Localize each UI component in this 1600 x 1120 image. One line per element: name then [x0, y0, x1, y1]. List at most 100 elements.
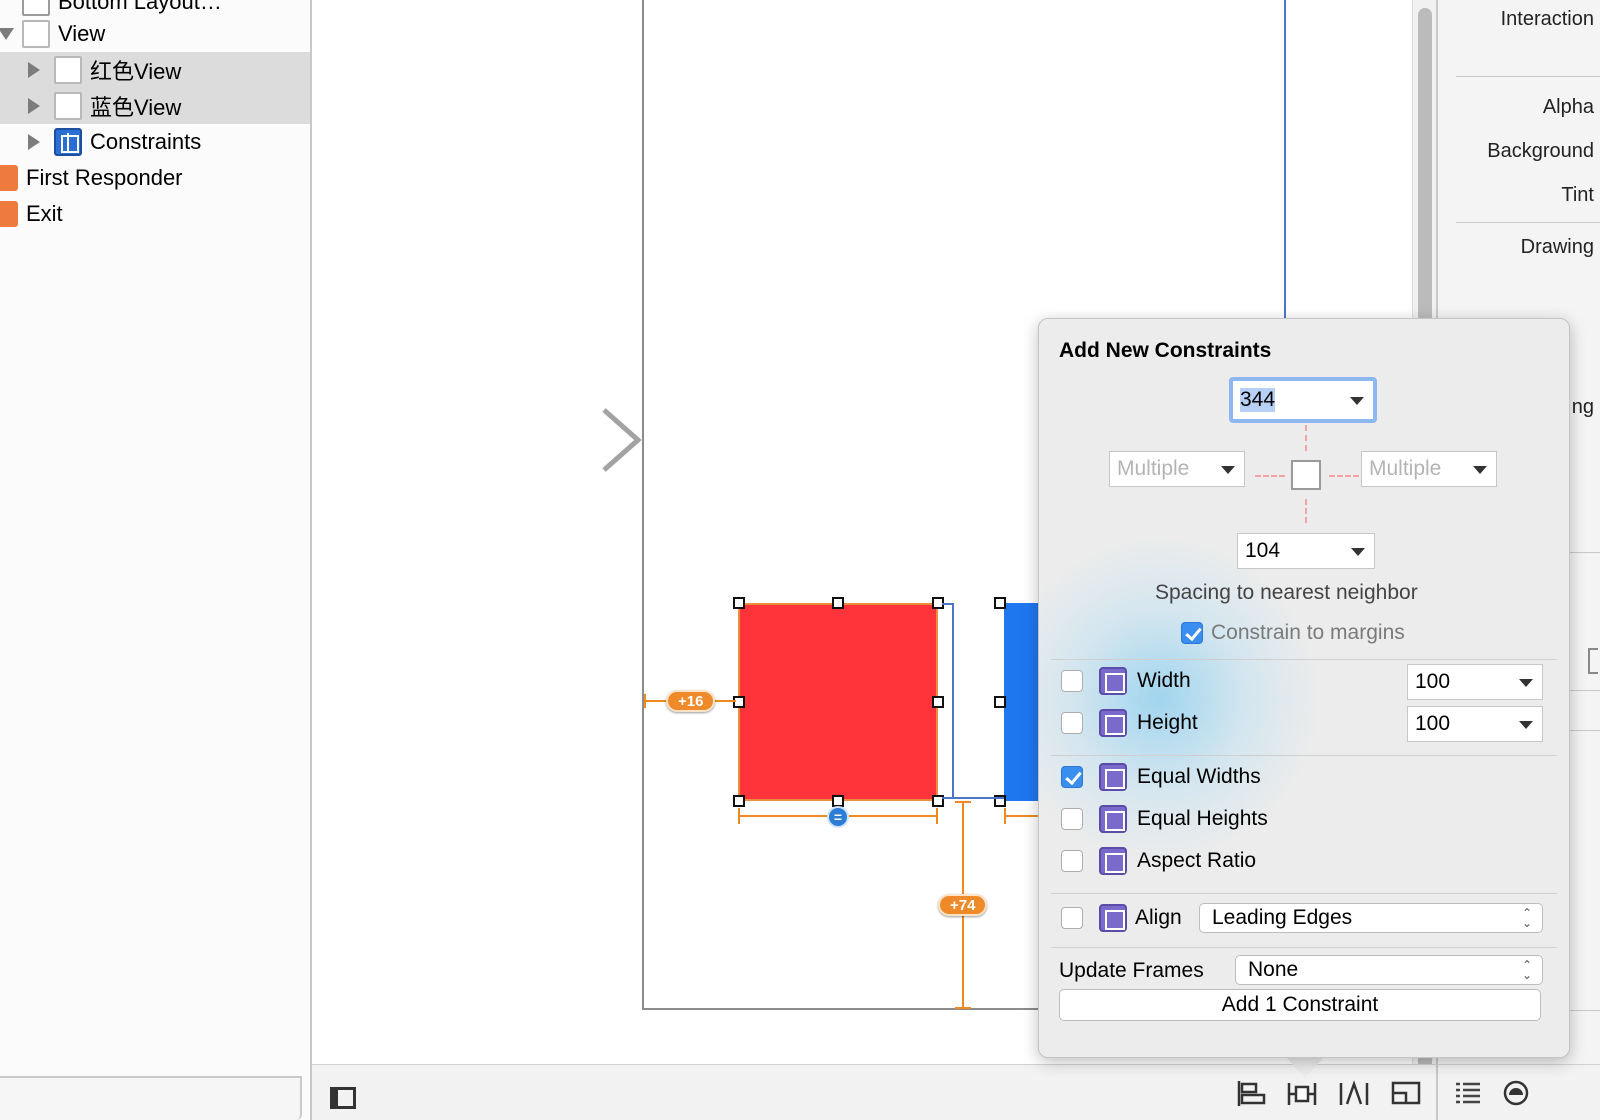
- red-view[interactable]: [738, 603, 938, 801]
- constrain-margins-label: Constrain to margins: [1211, 621, 1405, 644]
- align-icon[interactable]: [1236, 1078, 1268, 1108]
- alignment-guide: [942, 603, 954, 605]
- equal-widths-checkbox[interactable]: [1061, 766, 1083, 788]
- inspector-label-drawing: Drawing: [1520, 236, 1594, 258]
- pin-icon[interactable]: [1286, 1078, 1318, 1108]
- constraint-endcap: [955, 1007, 971, 1009]
- alignment-guide: [952, 603, 954, 799]
- outline-item-red-view[interactable]: 红色View: [0, 52, 310, 88]
- leading-spacing-field[interactable]: Multiple: [1109, 451, 1245, 487]
- constraint-endcap: [738, 808, 740, 824]
- resize-handle[interactable]: [832, 597, 844, 609]
- width-constraint-line[interactable]: [1004, 815, 1040, 817]
- top-pin-strut[interactable]: [1305, 425, 1307, 451]
- disclosure-triangle-icon[interactable]: [28, 98, 40, 114]
- leading-offset-badge[interactable]: +16: [666, 690, 716, 712]
- chevron-down-icon[interactable]: [1351, 548, 1365, 556]
- list-view-icon[interactable]: [1452, 1078, 1484, 1108]
- leading-pin-strut[interactable]: [1255, 475, 1285, 477]
- initial-view-arrow-icon: [448, 408, 642, 472]
- pin-center-box: [1291, 460, 1321, 490]
- divider: [1051, 893, 1557, 894]
- height-value-field[interactable]: 100: [1407, 706, 1543, 742]
- constraints-icon: [54, 128, 82, 156]
- height-label: Height: [1137, 711, 1198, 734]
- chevron-down-icon[interactable]: [1519, 721, 1533, 729]
- inspector-label-tint: Tint: [1561, 184, 1594, 206]
- spacing-caption: Spacing to nearest neighbor: [1155, 581, 1418, 604]
- divider: [1456, 222, 1600, 223]
- disclosure-triangle-icon[interactable]: [0, 28, 14, 40]
- resize-handle[interactable]: [733, 795, 745, 807]
- chevron-down-icon[interactable]: [1350, 397, 1364, 405]
- object-library-icon[interactable]: [1500, 1078, 1532, 1108]
- exit-icon: [0, 201, 18, 227]
- aspect-ratio-checkbox[interactable]: [1061, 850, 1083, 872]
- trailing-spacing-field[interactable]: Multiple: [1361, 451, 1497, 487]
- resizing-behavior-icon[interactable]: [1390, 1078, 1422, 1108]
- popover-title: Add New Constraints: [1059, 339, 1272, 362]
- trailing-pin-strut[interactable]: [1329, 475, 1359, 477]
- focus-glow: [1039, 539, 1319, 859]
- top-spacing-field[interactable]: 344: [1229, 377, 1377, 423]
- outline-item-bottom-layout[interactable]: Bottom Layout…: [0, 0, 310, 20]
- bottom-spacing-field[interactable]: 104: [1237, 533, 1375, 569]
- constraint-endcap: [936, 808, 938, 824]
- update-frames-label: Update Frames: [1059, 959, 1204, 982]
- first-responder-icon: [0, 165, 18, 191]
- disclosure-triangle-icon[interactable]: [28, 134, 40, 150]
- outline-item-constraints[interactable]: Constraints: [0, 124, 310, 160]
- resolve-issues-icon[interactable]: [1338, 1078, 1370, 1108]
- inspector-label-background: Background: [1487, 140, 1594, 162]
- align-popup[interactable]: Leading Edges ⌃⌄: [1199, 903, 1543, 933]
- chevron-down-icon[interactable]: [1221, 466, 1235, 474]
- update-frames-popup[interactable]: None ⌃⌄: [1235, 955, 1543, 985]
- outline-item-blue-view[interactable]: 蓝色View: [0, 88, 310, 124]
- constraint-endcap: [1004, 808, 1006, 824]
- divider: [1051, 755, 1557, 756]
- bottom-offset-badge[interactable]: +74: [938, 894, 988, 916]
- resize-handle[interactable]: [733, 597, 745, 609]
- height-checkbox[interactable]: [1061, 712, 1083, 734]
- outline-filter-bar[interactable]: [0, 1076, 302, 1120]
- align-icon: [1099, 904, 1127, 932]
- equal-heights-icon: [1099, 805, 1127, 833]
- equal-heights-label: Equal Heights: [1137, 807, 1268, 830]
- width-checkbox[interactable]: [1061, 670, 1083, 692]
- inspector-label-partial: ng: [1571, 396, 1594, 418]
- toggle-outline-icon[interactable]: [330, 1087, 356, 1109]
- width-value-field[interactable]: 100: [1407, 664, 1543, 700]
- resize-handle[interactable]: [994, 696, 1006, 708]
- add-constraint-button[interactable]: Add 1 Constraint: [1059, 989, 1541, 1021]
- divider: [1051, 659, 1557, 660]
- constrain-margins-checkbox[interactable]: [1181, 622, 1203, 644]
- popover-arrow: [1285, 1056, 1325, 1078]
- aspect-ratio-icon: [1099, 847, 1127, 875]
- outline-item-view[interactable]: View: [0, 16, 310, 52]
- resize-handle[interactable]: [932, 696, 944, 708]
- resize-handle[interactable]: [733, 696, 745, 708]
- layout-guide-icon: [22, 0, 50, 16]
- updown-chevron-icon: ⌃⌄: [1521, 958, 1532, 982]
- equal-heights-checkbox[interactable]: [1061, 808, 1083, 830]
- height-constraint-icon: [1099, 709, 1127, 737]
- view-icon: [54, 56, 82, 84]
- disclosure-triangle-icon[interactable]: [28, 62, 40, 78]
- outline-item-first-responder[interactable]: First Responder: [0, 160, 310, 196]
- aspect-ratio-label: Aspect Ratio: [1137, 849, 1257, 872]
- view-icon: [22, 20, 50, 48]
- align-label: Align: [1135, 906, 1182, 929]
- partial-control[interactable]: [1588, 648, 1598, 674]
- constraint-endcap: [955, 801, 971, 803]
- bottom-pin-strut[interactable]: [1305, 499, 1307, 523]
- width-label: Width: [1137, 669, 1191, 692]
- alignment-guide: [942, 797, 1004, 799]
- align-checkbox[interactable]: [1061, 907, 1083, 929]
- chevron-down-icon[interactable]: [1519, 679, 1533, 687]
- resize-handle[interactable]: [932, 795, 944, 807]
- inspector-label-interaction: Interaction: [1500, 8, 1594, 30]
- chevron-down-icon[interactable]: [1473, 466, 1487, 474]
- resize-handle[interactable]: [994, 597, 1006, 609]
- outline-item-exit[interactable]: Exit: [0, 196, 310, 232]
- equal-width-badge[interactable]: =: [827, 806, 849, 828]
